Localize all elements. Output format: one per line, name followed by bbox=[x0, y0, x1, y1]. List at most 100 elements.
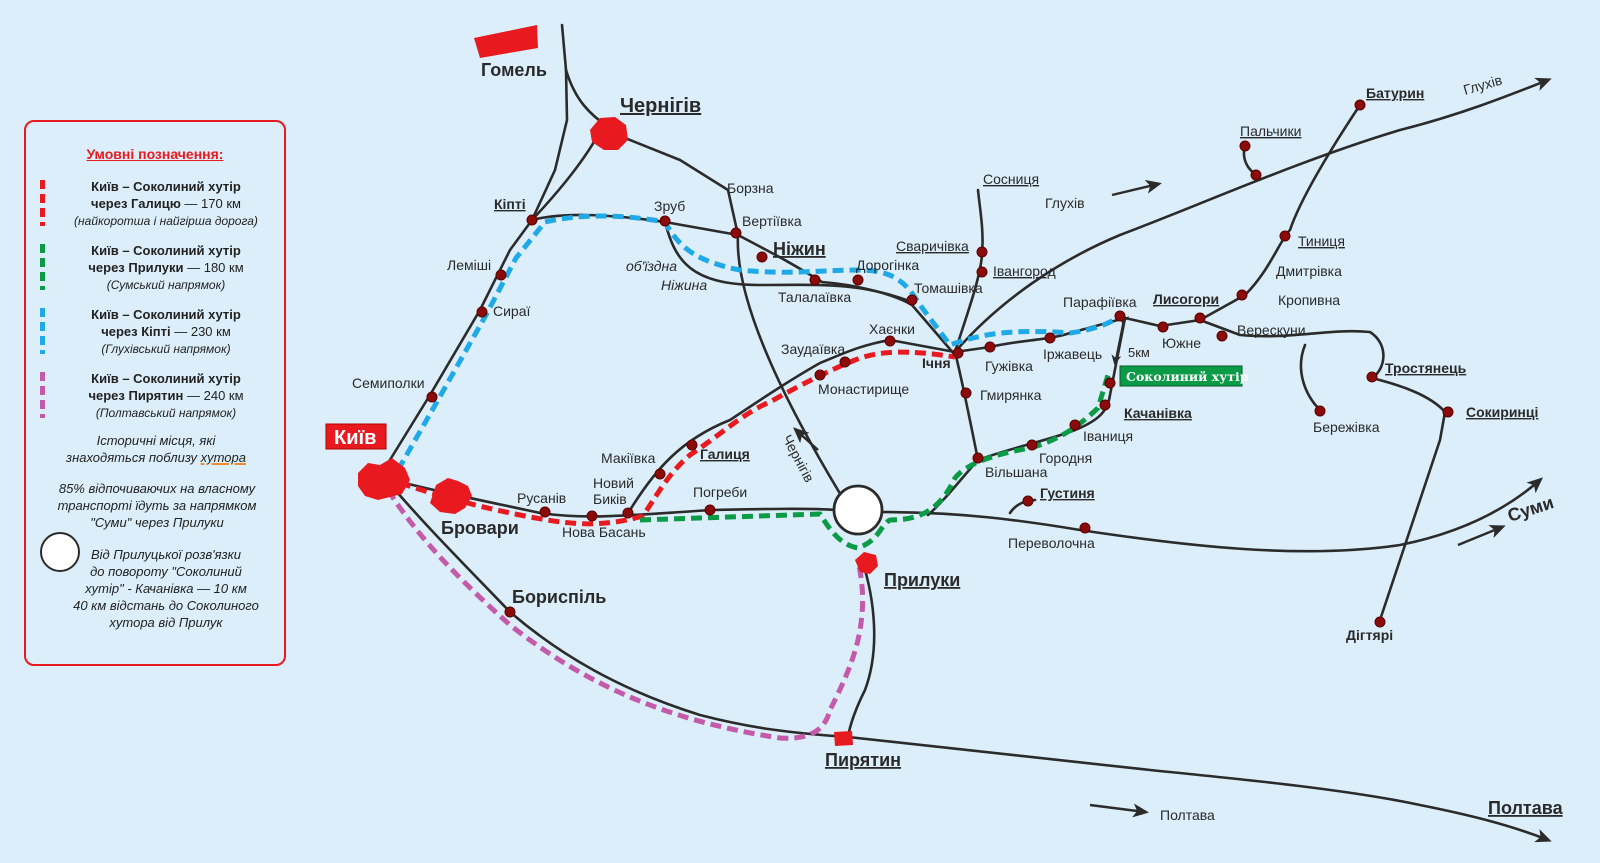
place-dorohinka[interactable]: Дорогінка bbox=[856, 257, 919, 273]
road-nizhyn-pryluky bbox=[736, 233, 852, 512]
road-kyiv-gomel bbox=[383, 23, 569, 470]
chernihiv-label[interactable]: Чернігів bbox=[620, 95, 701, 117]
road-pryluky-sumy bbox=[878, 477, 1544, 553]
place-horodnia[interactable]: Городня bbox=[1039, 450, 1092, 466]
legend-ring-text: Від Прилуцької розв'язки до повороту "Со… bbox=[46, 546, 286, 631]
city-shapes bbox=[358, 25, 878, 746]
place-baturyn[interactable]: Батурин bbox=[1366, 85, 1424, 101]
place-perevolochna[interactable]: Переволочна bbox=[1008, 535, 1095, 551]
legend-route-blue-dist: — 230 км bbox=[170, 324, 231, 339]
km5-arrow bbox=[1111, 314, 1130, 365]
place-makiivka[interactable]: Макіївка bbox=[601, 450, 656, 466]
legend-swatch-green bbox=[40, 244, 45, 290]
place-halytsia[interactable]: Галиця bbox=[700, 446, 750, 462]
hlukhiv-direction-arrow bbox=[1111, 179, 1162, 197]
place-pohreby[interactable]: Погреби bbox=[693, 484, 747, 500]
place-zaudaivka[interactable]: Заудаївка bbox=[781, 341, 845, 357]
place-novyi-2[interactable]: Биків bbox=[593, 491, 627, 507]
road-berezhivka bbox=[1299, 343, 1322, 412]
legend-route-red-via: через Галицю bbox=[91, 196, 181, 211]
place-vereskuny[interactable]: Верескуни bbox=[1237, 322, 1306, 338]
legend-stat: 85% відпочиваючих на власному транспорті… bbox=[32, 480, 282, 531]
pyriatyn-label[interactable]: Пирятин bbox=[825, 750, 901, 770]
place-vertiivka[interactable]: Вертіївка bbox=[742, 213, 802, 229]
place-lysohory[interactable]: Лисогори bbox=[1153, 291, 1219, 307]
place-ivanytsia[interactable]: Іваниця bbox=[1083, 428, 1133, 444]
place-lemishi[interactable]: Леміші bbox=[447, 257, 491, 273]
place-vilshana[interactable]: Вільшана bbox=[985, 464, 1048, 480]
pryluky-label[interactable]: Прилуки bbox=[884, 570, 960, 590]
legend-ring-line1: Від Прилуцької розв'язки bbox=[90, 547, 242, 562]
nizhyn-label[interactable]: Ніжин bbox=[773, 239, 826, 259]
boryspil-label[interactable]: Бориспіль bbox=[512, 587, 606, 607]
place-sokyryntsi[interactable]: Сокиринці bbox=[1466, 404, 1538, 420]
place-borzna[interactable]: Борзна bbox=[727, 180, 774, 196]
place-ichnia[interactable]: Ічня bbox=[922, 355, 951, 371]
bypass-label-2: Ніжина bbox=[661, 277, 707, 293]
place-novyi-1[interactable]: Новий bbox=[593, 475, 634, 491]
chernihiv-road-label: Чернігів bbox=[779, 432, 817, 485]
pyriatyn-shape bbox=[834, 731, 853, 746]
place-ivanhorod[interactable]: Івангород bbox=[993, 263, 1056, 279]
place-palchyky[interactable]: Пальчики bbox=[1240, 123, 1301, 139]
brovary-label[interactable]: Бровари bbox=[441, 518, 519, 538]
place-talalaivka[interactable]: Талалаївка bbox=[778, 289, 851, 305]
place-rusaniv[interactable]: Русанів bbox=[517, 490, 566, 506]
place-kropyvna[interactable]: Кропивна bbox=[1278, 292, 1340, 308]
route-pink-pyriatyn bbox=[385, 488, 866, 741]
legend-ring-line5: хутора від Прилук bbox=[109, 615, 223, 630]
place-sosnytsia[interactable]: Сосниця bbox=[983, 171, 1039, 187]
road-bypass bbox=[663, 220, 914, 304]
legend-panel: Умовні позначення: Київ – Соколиний хуті… bbox=[24, 120, 286, 666]
place-dmytrivka[interactable]: Дмитрівка bbox=[1276, 263, 1342, 279]
place-semypolky[interactable]: Семиполки bbox=[352, 375, 425, 391]
place-kipti[interactable]: Кіпті bbox=[494, 196, 526, 212]
legend-route-green-line1: Київ – Соколиний хутір bbox=[91, 243, 241, 258]
legend-route-green: Київ – Соколиний хутір через Прилуки — 1… bbox=[48, 242, 284, 294]
hlukhiv-road-label: Глухів bbox=[1045, 195, 1085, 211]
legend-historic-sample: хутора bbox=[200, 450, 246, 465]
place-tomashivka[interactable]: Томашівка bbox=[914, 280, 983, 296]
legend-route-pink-dist: — 240 км bbox=[183, 388, 244, 403]
place-hustynia[interactable]: Густиня bbox=[1040, 485, 1095, 501]
route-green-pryluky bbox=[639, 374, 1111, 551]
place-irzhavets[interactable]: Іржавець bbox=[1043, 346, 1102, 362]
legend-historic-line1: Історичні місця, які bbox=[96, 433, 216, 448]
place-hmyrianka[interactable]: Гмирянка bbox=[980, 387, 1042, 403]
place-nova-basan[interactable]: Нова Басань bbox=[562, 524, 646, 540]
place-trostianets[interactable]: Тростянець bbox=[1385, 360, 1467, 376]
place-kachanivka[interactable]: Качанівка bbox=[1124, 405, 1192, 421]
gomel-shape bbox=[474, 25, 538, 58]
legend-historic: Історичні місця, які знаходяться поблизу… bbox=[36, 432, 276, 466]
place-svarychivka[interactable]: Сваричівка bbox=[896, 238, 969, 254]
bypass-label-1: об'їздна bbox=[626, 258, 677, 274]
legend-route-pink-via: через Пирятин bbox=[88, 388, 184, 403]
kyiv-label[interactable]: Київ bbox=[334, 427, 376, 449]
legend-stat-line1: 85% відпочиваючих на власному bbox=[58, 481, 256, 496]
place-yuzhne[interactable]: Южне bbox=[1162, 335, 1201, 351]
place-khaienky[interactable]: Хаєнки bbox=[869, 321, 915, 337]
legend-swatch-pink bbox=[40, 372, 45, 418]
place-zrub[interactable]: Зруб bbox=[654, 198, 685, 214]
kyiv-label-box bbox=[325, 423, 387, 450]
km5-label: 5км bbox=[1128, 345, 1150, 360]
pryluky-interchange-ring bbox=[832, 484, 884, 536]
pryluky-shape bbox=[855, 552, 878, 574]
place-berezhivka[interactable]: Бережівка bbox=[1313, 419, 1380, 435]
place-tynytsia[interactable]: Тиниця bbox=[1298, 233, 1345, 249]
sumy-direction-arrow bbox=[1457, 525, 1506, 547]
place-parafiivka[interactable]: Парафіївка bbox=[1063, 294, 1137, 310]
sumy-label[interactable]: Суми bbox=[1505, 492, 1556, 526]
road-pyriatyn-poltava bbox=[846, 735, 1552, 843]
gomel-label[interactable]: Гомель bbox=[481, 60, 547, 80]
legend-route-green-note: (Сумський напрямок) bbox=[106, 278, 226, 292]
sokolyny-label[interactable]: Соколиний хутір bbox=[1126, 369, 1249, 384]
place-syrai[interactable]: Сираї bbox=[493, 303, 531, 319]
place-monastyryshche[interactable]: Монастирище bbox=[818, 381, 909, 397]
place-dihtiari[interactable]: Дігтярі bbox=[1346, 627, 1393, 643]
poltava-label[interactable]: Полтава bbox=[1488, 798, 1564, 818]
place-huzhivka[interactable]: Гужівка bbox=[985, 358, 1033, 374]
legend-route-pink: Київ – Соколиний хутір через Пирятин — 2… bbox=[48, 370, 284, 422]
legend-route-blue-note: (Глухівський напрямок) bbox=[101, 342, 231, 356]
